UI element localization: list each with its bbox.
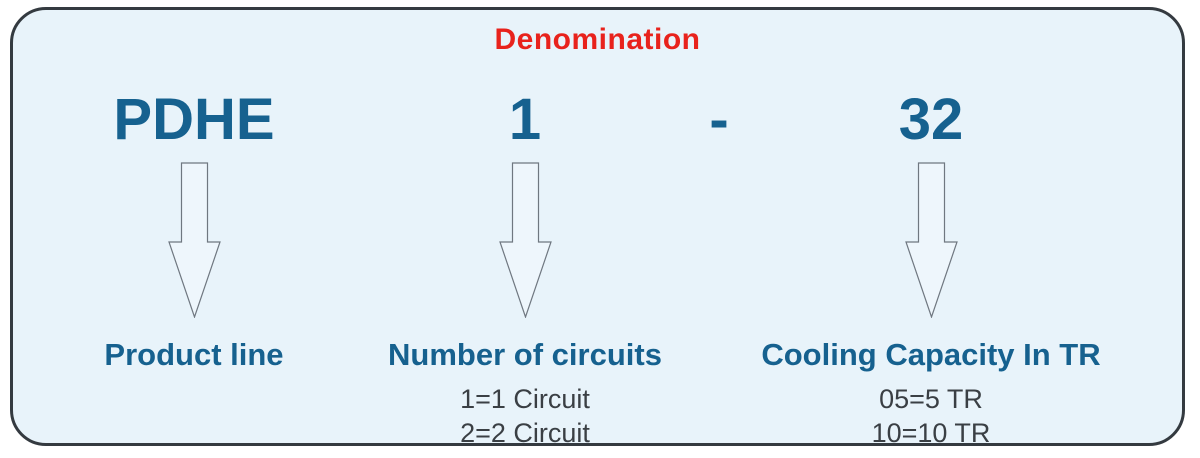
circuit-option: 1=1 Circuit [460, 384, 590, 414]
label-number-of-circuits: Number of circuits [388, 337, 662, 372]
capacity-option: 05=5 TR [879, 384, 983, 414]
down-arrow-icon [167, 162, 221, 318]
code-circuits: 1 [508, 87, 542, 152]
column-product-line: PDHE Product line [4, 86, 384, 374]
code-product-line: PDHE [113, 87, 275, 152]
code-separator: - [709, 87, 729, 152]
capacity-option: 10=10 TR [871, 418, 991, 448]
down-arrow-icon [904, 162, 958, 318]
circuit-option: 2=2 Circuit [460, 418, 590, 448]
column-cooling-capacity: 32 Cooling Capacity In TR 05=5 TR 10=10 … [741, 86, 1121, 450]
code-cooling-capacity: 32 [898, 87, 964, 152]
label-product-line: Product line [104, 337, 284, 372]
panel-title: Denomination [494, 23, 701, 56]
down-arrow-icon [498, 162, 552, 318]
label-cooling-capacity: Cooling Capacity In TR [761, 337, 1101, 372]
circuit-options: 1=1 Circuit 2=2 Circuit [460, 382, 590, 450]
denomination-panel: Denomination PDHE Product line 1 Number … [10, 7, 1185, 448]
column-number-of-circuits: 1 Number of circuits 1=1 Circuit 2=2 Cir… [335, 86, 715, 450]
capacity-options: 05=5 TR 10=10 TR [872, 382, 991, 450]
